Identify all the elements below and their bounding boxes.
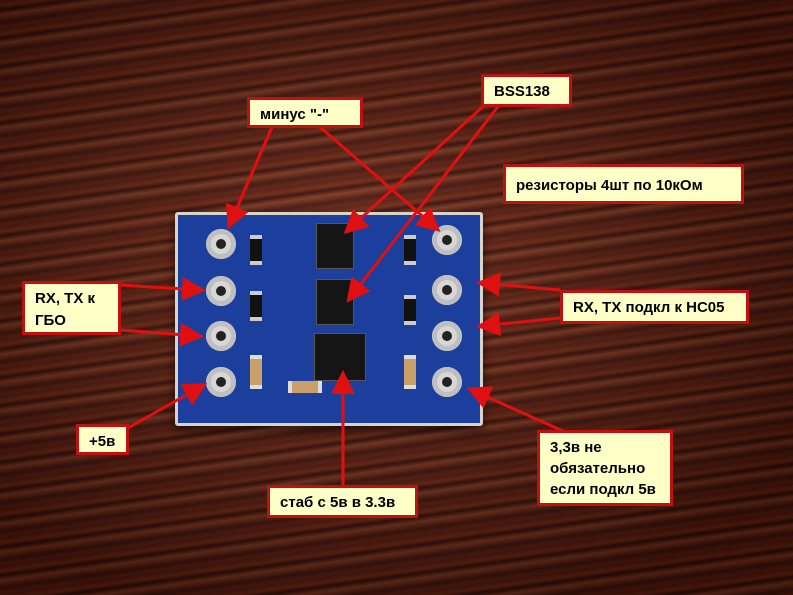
- label-stab: стаб с 5в в 3.3в: [267, 485, 418, 518]
- arrow: [319, 125, 441, 232]
- label-v33: 3,3в не обязательно если подкл 5в: [537, 430, 673, 506]
- label-minus: минус "-": [247, 97, 363, 128]
- pad: [206, 321, 236, 351]
- resistor: [404, 295, 416, 325]
- arrow: [476, 312, 561, 337]
- arrow: [119, 276, 206, 301]
- pad: [206, 229, 236, 259]
- arrow: [346, 103, 502, 303]
- pad: [432, 321, 462, 351]
- pad: [432, 367, 462, 397]
- label-plus5: +5в: [76, 424, 129, 455]
- resistor: [404, 235, 416, 265]
- capacitor: [250, 355, 262, 389]
- label-bss138: BSS138: [481, 74, 572, 107]
- pad: [206, 367, 236, 397]
- label-resistors: резисторы 4шт по 10кОм: [503, 164, 744, 204]
- arrow: [226, 126, 274, 230]
- arrow: [476, 272, 561, 297]
- capacitor: [288, 381, 322, 393]
- pad: [432, 275, 462, 305]
- arrow: [127, 383, 208, 430]
- resistor: [250, 235, 262, 265]
- label-rx-tx-gbo: RX, TX к ГБО: [22, 281, 121, 335]
- label-rx-tx-hc05: RX, TX подкл к HC05: [560, 290, 749, 324]
- arrow: [343, 98, 492, 235]
- level-shifter-pcb: [175, 212, 483, 426]
- pad: [206, 276, 236, 306]
- arrow: [466, 386, 566, 434]
- resistor: [250, 291, 262, 321]
- arrow: [119, 322, 204, 347]
- capacitor: [404, 355, 416, 389]
